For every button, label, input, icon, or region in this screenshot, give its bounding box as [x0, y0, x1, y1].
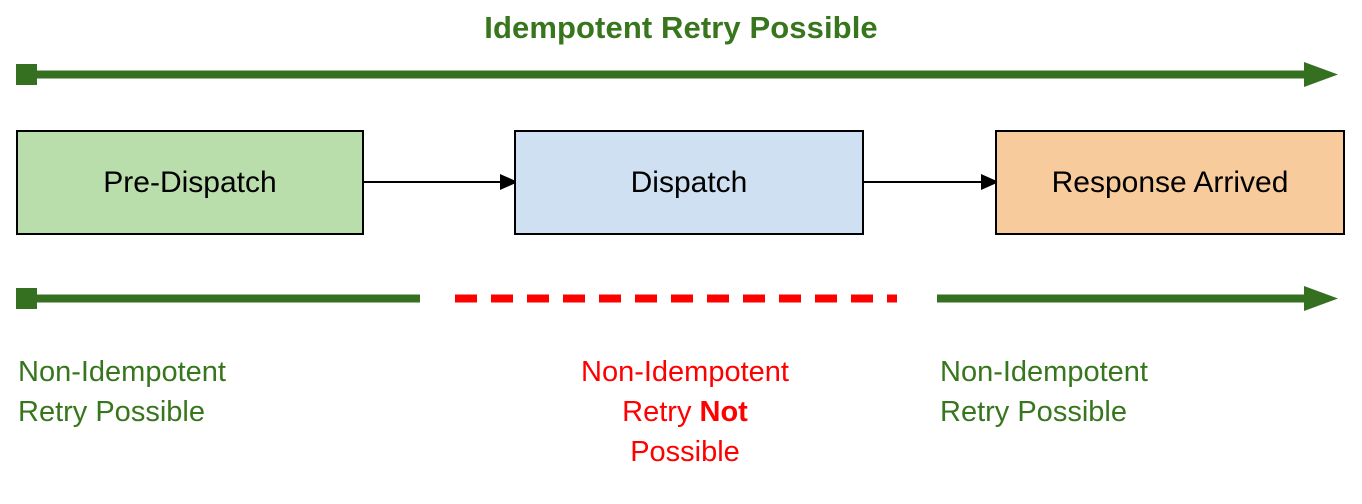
connector-arrow-head — [981, 174, 999, 190]
connector-pre-dispatch-to-dispatch — [362, 174, 518, 190]
caption-text: Retry Possible — [18, 396, 205, 428]
top-caption: Idempotent Retry Possible — [484, 10, 878, 45]
caption-line: Non-Idempotent — [490, 352, 880, 392]
caption-text: Non-Idempotent — [18, 356, 226, 388]
caption-line: Retry Possible — [940, 392, 1340, 432]
caption-text: Retry Possible — [940, 396, 1127, 428]
segment-arrow-head — [1304, 286, 1338, 311]
node-label: Pre-Dispatch — [103, 165, 277, 199]
caption-line: Possible — [490, 432, 880, 472]
node-label: Dispatch — [630, 165, 748, 199]
arrow-start-square — [16, 64, 37, 85]
caption-text: Possible — [630, 436, 740, 468]
segment-start-square — [16, 288, 37, 309]
caption-text: Non-Idempotent — [581, 356, 789, 388]
node-response-arrived[interactable]: Response Arrived — [995, 130, 1345, 235]
caption-line: Retry Possible — [18, 392, 378, 432]
node-dispatch[interactable]: Dispatch — [514, 130, 864, 235]
node-label: Response Arrived — [1051, 165, 1289, 199]
caption-line: Non-Idempotent — [18, 352, 378, 392]
idempotent-retry-arrow — [16, 62, 1338, 87]
caption-line: Retry Not — [490, 392, 880, 432]
caption-text: Non-Idempotent — [940, 356, 1148, 388]
arrow-head — [1304, 62, 1338, 87]
connector-arrow-head — [500, 174, 518, 190]
caption-text: Retry — [622, 396, 700, 428]
non-idempotent-retry-timeline — [16, 286, 1338, 311]
caption-line: Non-Idempotent — [940, 352, 1340, 392]
connector-dispatch-to-response — [862, 174, 999, 190]
caption-emphasis: Not — [699, 396, 748, 428]
node-pre-dispatch[interactable]: Pre-Dispatch — [16, 130, 364, 235]
